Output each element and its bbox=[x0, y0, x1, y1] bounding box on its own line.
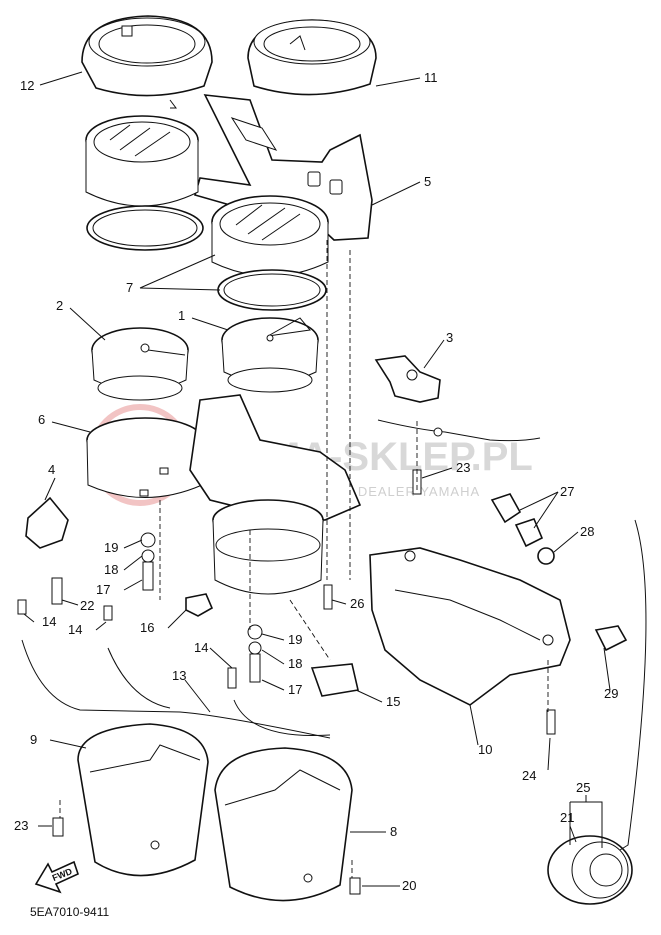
label-12: 12 bbox=[20, 78, 34, 93]
label-19-b: 19 bbox=[288, 632, 302, 647]
part-23-screw-b bbox=[349, 877, 361, 895]
part-14-bulb-b bbox=[103, 605, 113, 621]
part-11-right-bezel bbox=[247, 19, 377, 96]
label-3: 3 bbox=[446, 330, 453, 345]
label-11: 11 bbox=[424, 70, 438, 85]
part-25-grommet-b bbox=[514, 518, 544, 548]
part-27-speedo-cable bbox=[547, 519, 647, 905]
diagram-code: 5EA7010-9411 bbox=[30, 905, 110, 919]
part-4-switch bbox=[25, 496, 69, 549]
label-21: 23 bbox=[456, 460, 470, 475]
label-13: 13 bbox=[172, 668, 186, 683]
label-2: 2 bbox=[56, 298, 63, 313]
label-5: 5 bbox=[424, 174, 431, 189]
label-18-a: 18 bbox=[104, 562, 118, 577]
part-labels: 12 11 5 7 2 1 3 6 4 23 27 28 19 18 17 22… bbox=[14, 70, 618, 893]
part-10-holder bbox=[369, 547, 571, 706]
part-18-collar-b bbox=[248, 641, 262, 655]
part-9-left-cover bbox=[77, 723, 209, 877]
label-16: 16 bbox=[140, 620, 154, 635]
label-20: 22 bbox=[80, 598, 94, 613]
label-27: 25 bbox=[576, 780, 590, 795]
label-19-a: 19 bbox=[104, 540, 118, 555]
label-29: 29 bbox=[604, 686, 618, 701]
part-24-screw bbox=[323, 584, 333, 610]
label-18-b: 18 bbox=[288, 656, 302, 671]
label-10: 10 bbox=[478, 742, 492, 757]
label-14-b: 14 bbox=[68, 622, 82, 637]
label-1: 1 bbox=[178, 308, 185, 323]
label-17-a: 17 bbox=[96, 582, 110, 597]
label-7: 7 bbox=[126, 280, 133, 295]
part-7-right-glass bbox=[211, 195, 329, 311]
label-6: 6 bbox=[38, 412, 45, 427]
label-8: 8 bbox=[390, 824, 397, 839]
part-26-nut bbox=[537, 547, 555, 565]
label-14-c: 14 bbox=[194, 640, 208, 655]
part-15-cover bbox=[310, 663, 359, 697]
part-29-clamp bbox=[594, 625, 628, 652]
part-14-bulb-c bbox=[227, 667, 237, 689]
label-23-b: 20 bbox=[402, 878, 416, 893]
label-26: 28 bbox=[580, 524, 594, 539]
part-13-harness bbox=[21, 639, 331, 739]
label-23-a: 23 bbox=[14, 818, 28, 833]
label-25: 27 bbox=[560, 484, 574, 499]
label-4: 4 bbox=[48, 462, 55, 477]
part-17-screw bbox=[142, 561, 154, 591]
part-1-tachometer bbox=[221, 317, 319, 393]
part-19-washer bbox=[140, 532, 156, 548]
part-3-bracket bbox=[374, 355, 541, 442]
leader-lines bbox=[23, 71, 611, 887]
fwd-arrow: FWD bbox=[34, 860, 79, 894]
part-25-grommet-a bbox=[490, 493, 522, 524]
label-14-a: 14 bbox=[42, 614, 56, 629]
part-22-screw bbox=[546, 709, 556, 735]
label-24: 26 bbox=[350, 596, 364, 611]
label-15: 15 bbox=[386, 694, 400, 709]
label-22: 24 bbox=[522, 768, 536, 783]
label-9: 9 bbox=[30, 732, 37, 747]
label-17-b: 17 bbox=[288, 682, 302, 697]
part-2-speedometer bbox=[91, 327, 189, 401]
part-8-right-cover bbox=[214, 747, 353, 902]
part-6-lower-case bbox=[86, 394, 362, 595]
part-14-bulb-a bbox=[17, 599, 27, 615]
part-20-screw bbox=[51, 577, 63, 605]
part-17-screw-b bbox=[249, 653, 261, 683]
alignment-lines bbox=[59, 240, 549, 878]
part-19-washer-b bbox=[247, 624, 263, 640]
part-18-collar bbox=[141, 549, 155, 563]
part-23-screw-a bbox=[52, 817, 64, 837]
part-16-socket bbox=[185, 593, 214, 617]
label-28: 21 bbox=[560, 810, 574, 825]
part-7-left-glass bbox=[85, 115, 204, 251]
part-12-left-bezel bbox=[81, 15, 213, 109]
hardware-parts bbox=[17, 469, 628, 895]
